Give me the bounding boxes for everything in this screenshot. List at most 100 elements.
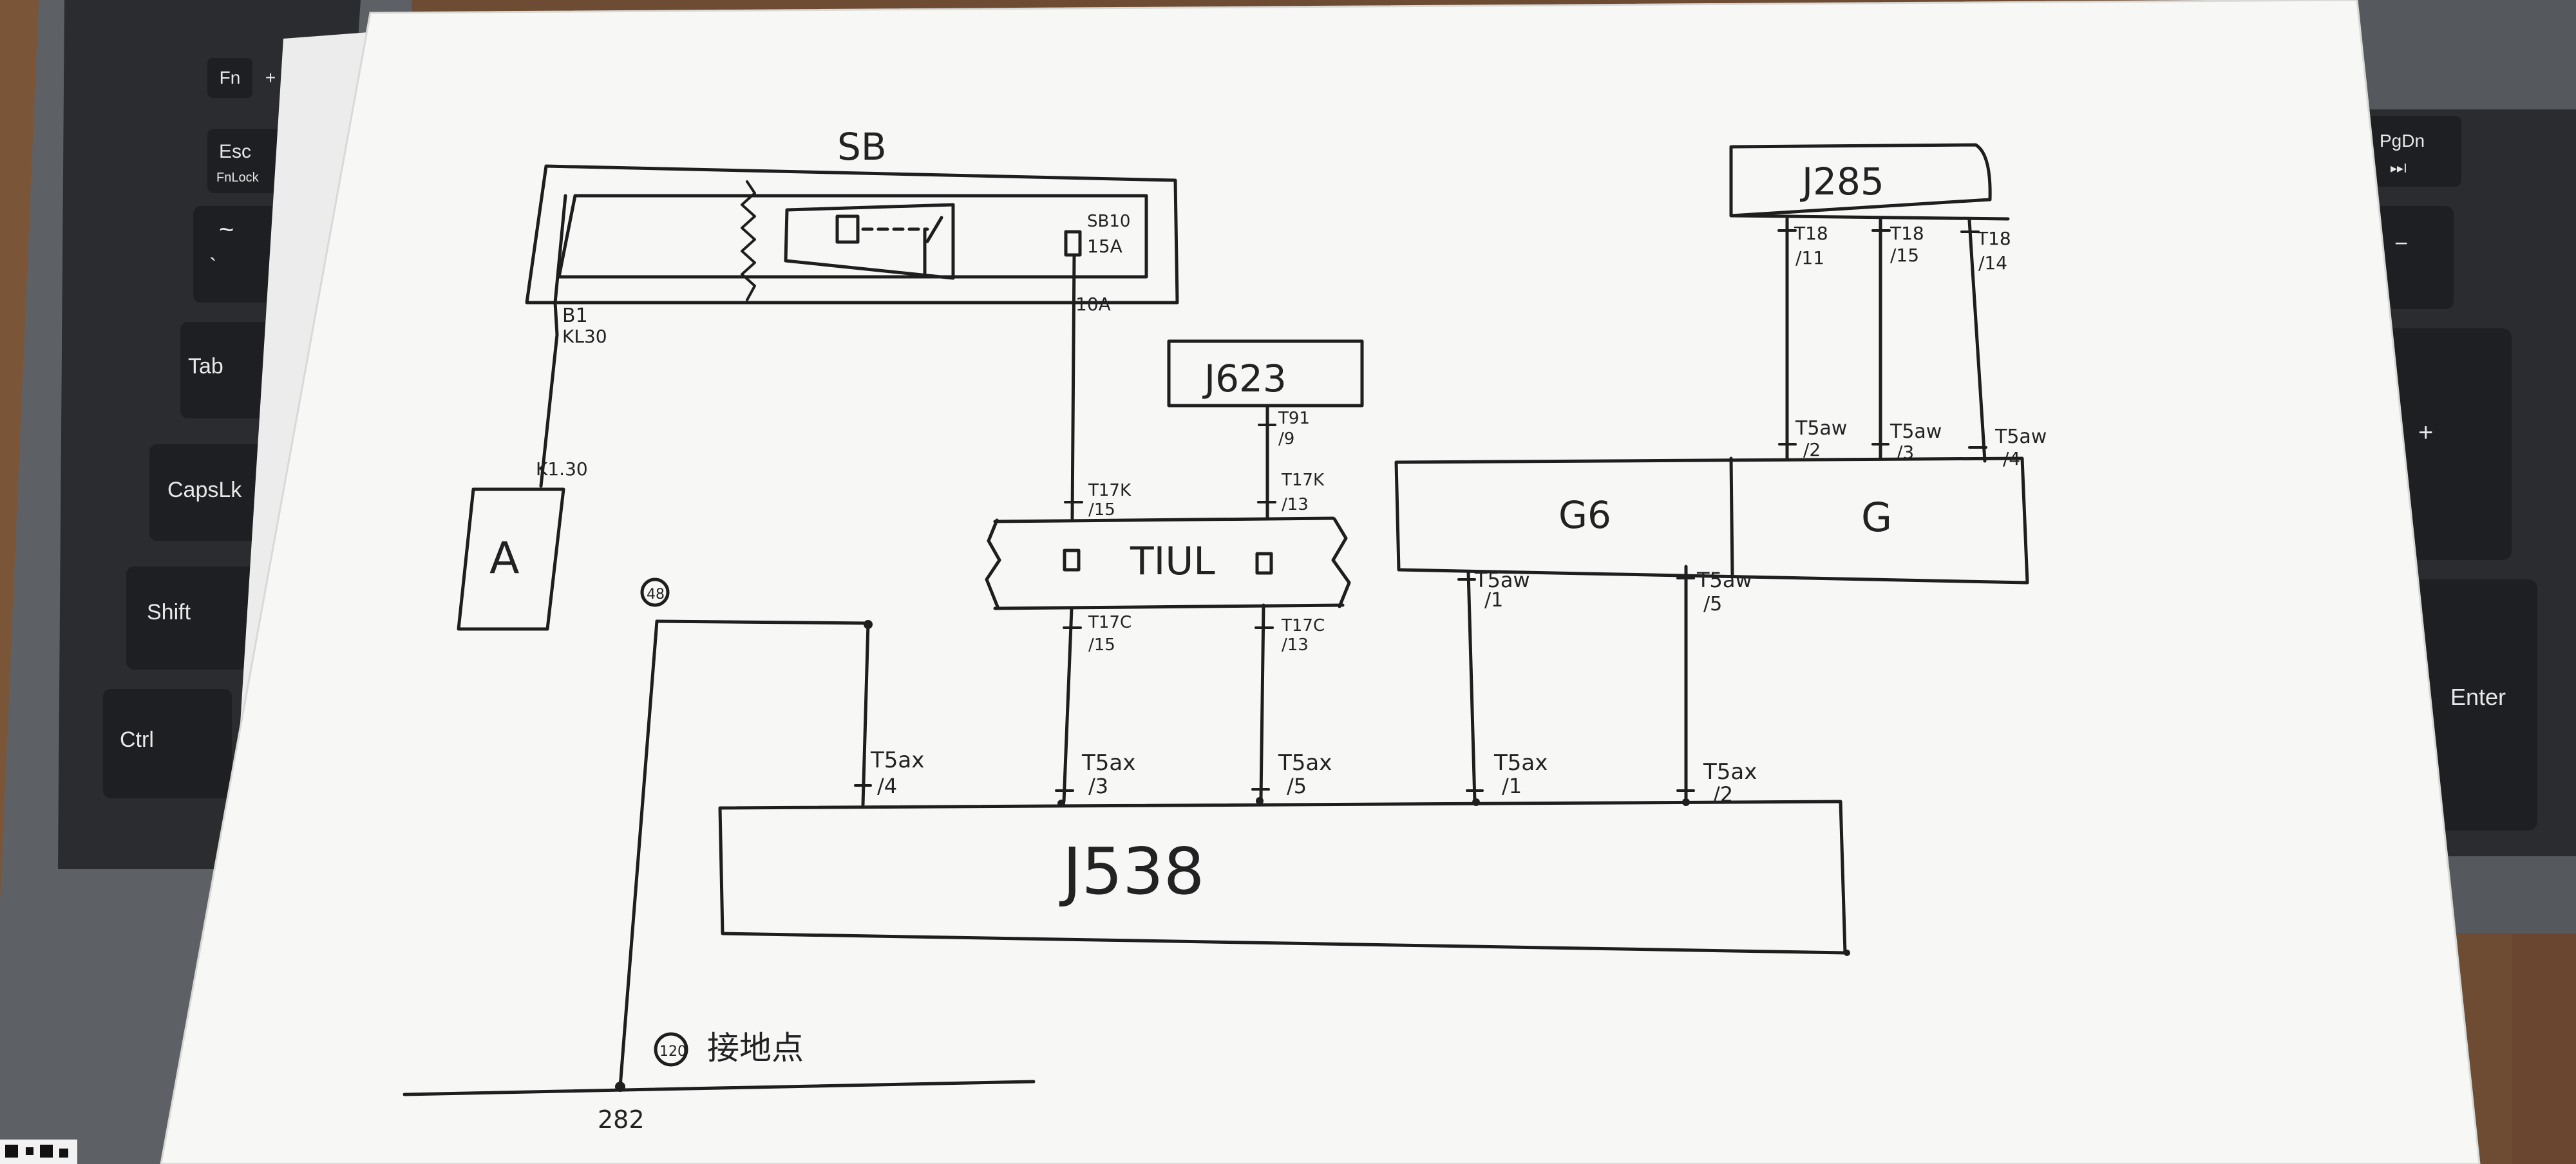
paper-sheet [161,0,2479,1164]
g6-label: G6 [1558,493,1611,537]
key-plus-right[interactable] [2383,328,2512,560]
tiul-label: TIUL [1130,539,1215,584]
relay-contact [925,216,943,243]
t5aw-2-pin: /2 [1803,439,1821,460]
t5ax-14-label: T5ax [870,747,924,773]
key-fn[interactable] [207,58,252,98]
j285-bottom-line [1729,214,2010,221]
t5aw-4-pin: /4 [2003,448,2020,469]
t18-14-pin: /14 [1978,252,2007,274]
t5ax-2-label: T5ax [1703,759,1757,785]
key-shift-label: Shift [147,600,191,624]
tiul-connector-right [1255,552,1273,575]
sb-relay-box [784,203,955,280]
qr-code-icon [0,1140,77,1164]
tiul-top [993,516,1335,523]
t5aw-3-pin: /3 [1897,442,1914,463]
sb-inner-box [557,194,1148,279]
t5aw-3-label: T5aw [1889,420,1942,443]
key-tab-label: Tab [188,354,223,379]
key-pgdn-label: PgDn [2380,131,2425,151]
t5ax-1-label: T5ax [1493,750,1548,776]
sb10-amp-label: 15A [1087,236,1122,257]
key-capslock-label: CapsLk [167,478,242,502]
sb-box [525,164,1179,305]
key-ctrl-label: Ctrl [120,727,154,752]
amp-10a-label: 10A [1075,294,1111,315]
wiring-diagram [402,143,2029,1096]
key-tilde-label: ~ [219,216,234,244]
tiul-connector-left [1063,549,1081,572]
sb10-label: SB10 [1087,212,1130,231]
ground-point-48-circle [640,577,670,607]
key-capslock[interactable] [149,444,272,541]
a-box [457,487,565,631]
junction-dots [615,620,1850,1092]
kl30-a-label: K1.30 [536,458,588,480]
diagram-labels: SB A J623 TIUL G6 G J285 J538 B1 KL30 K1… [489,125,2047,1134]
t5ax-5-label: T5ax [1278,750,1332,776]
t17k-15-pin: /15 [1088,500,1115,520]
wire-t5aw-1 [1466,570,1477,803]
a-label: A [489,533,520,584]
key-pgdn[interactable] [2365,116,2461,187]
t5ax-3-pin: /3 [1088,774,1108,798]
key-ctrl[interactable] [103,689,232,798]
j538-label: J538 [1059,834,1204,909]
t5aw-2-label: T5aw [1795,417,1847,440]
t5ax-5-pin: /5 [1287,774,1307,798]
tiul-bottom [993,603,1345,610]
t17c-13-pin: /13 [1282,635,1309,655]
g-label: G [1861,494,1892,541]
paper-edge [160,0,2481,1164]
key-fn-label: Fn [220,68,241,88]
t5aw-4-label: T5aw [1994,426,2047,448]
key-tilde[interactable] [193,206,290,303]
key-enter-label: Enter [2450,684,2506,710]
key-fnlock-label: FnLock [216,171,260,185]
ground-line [402,1080,1036,1096]
t91-label: T91 [1278,409,1310,428]
key-minus-label: − [2394,230,2408,256]
t18-11-label: T18 [1794,223,1828,244]
sb-label: SB [837,125,887,169]
t17c-15-pin: /15 [1088,635,1115,655]
g6-g-divider [1729,456,1734,578]
key-pgdn-icon: ▸▸I [2391,162,2407,176]
ground-282-label: 282 [598,1105,645,1134]
j623-label: J623 [1202,357,1287,400]
t18-11-pin: /11 [1795,247,1824,268]
wire-t17c-13 [1259,603,1265,800]
ground-point-120-label: 120 [659,1044,687,1060]
b1-label: B1 [562,305,588,327]
ground-point-text: 接地点 [707,1029,804,1067]
t5aw-1-label: T5aw [1474,568,1530,592]
wire-t17c-15 [1062,606,1074,803]
key-backtick-label: ` [209,254,216,279]
key-shift[interactable] [126,567,261,670]
t5ax-1-pin: /1 [1502,774,1522,798]
wire-ground-main [618,619,659,1089]
t17k-13-pin: /13 [1282,495,1309,514]
wire-b1-to-a [539,194,567,488]
key-tab[interactable] [180,322,283,418]
ground-point-120-circle [654,1032,688,1067]
key-minus[interactable] [2370,206,2454,309]
t5aw-1-pin: /1 [1484,589,1503,612]
t5aw-5-label: T5aw [1696,568,1752,592]
key-plus-right-label: + [2418,418,2433,447]
t17c-13-label: T17C [1281,616,1325,635]
t18-15-pin: /15 [1890,245,1919,266]
relay-coil [835,214,860,244]
t18-15-label: T18 [1889,223,1924,244]
sb-separator [741,180,756,301]
j623-box [1167,339,1364,408]
t91-pin-label: /9 [1278,429,1294,449]
j285-label: J285 [1800,160,1884,203]
key-esc-label: Esc [219,141,251,162]
wire-10a [1070,253,1076,520]
t17k-15-label: T17K [1088,481,1132,500]
g6-g-box [1394,456,2029,585]
t17c-15-label: T17C [1088,613,1132,632]
